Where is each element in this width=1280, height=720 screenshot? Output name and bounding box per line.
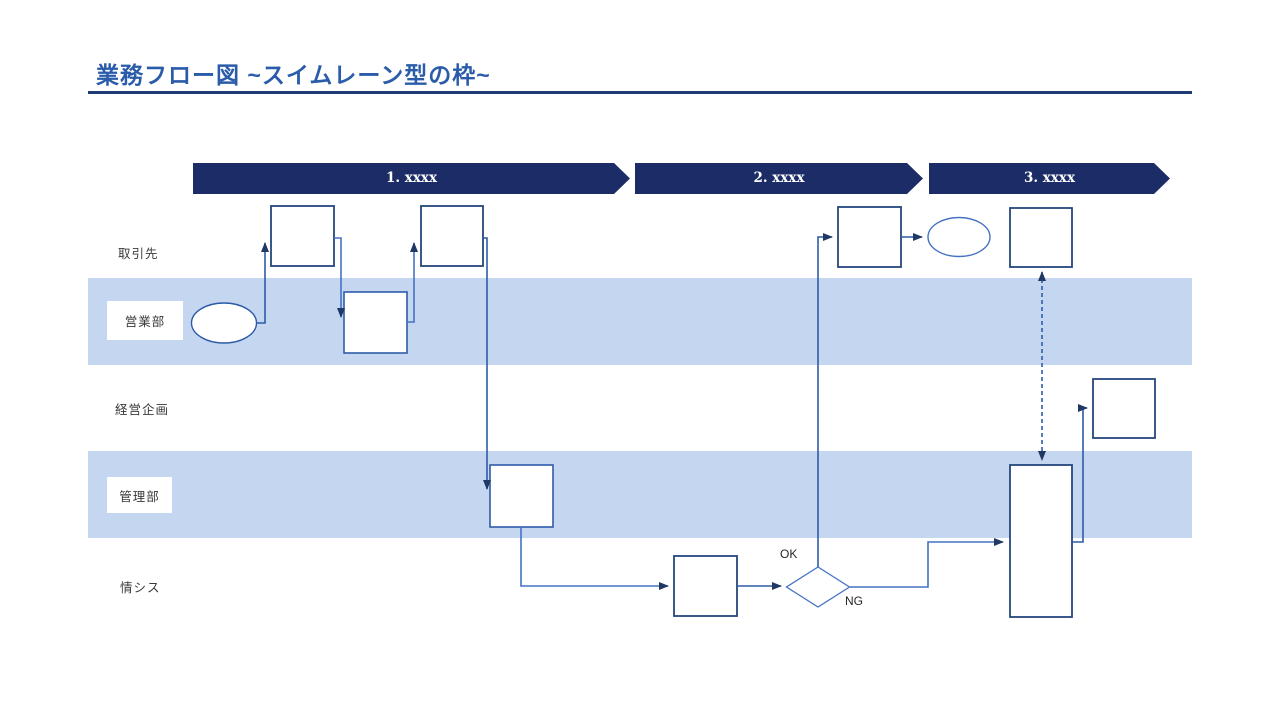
lane-label-admin: 管理部: [119, 489, 160, 504]
lane-band-admin: [88, 451, 1192, 538]
lane-band-sales: [88, 278, 1192, 365]
title-underline: [88, 91, 1192, 94]
lane-label-planning: 経営企画: [115, 403, 170, 417]
phase-banner-1: 1. xxxx: [193, 163, 630, 194]
decision-ng-label: NG: [845, 594, 863, 608]
lane-label-box-admin: 管理部: [107, 477, 172, 513]
process-box-1: [270, 205, 335, 267]
lane-label-client: 取引先: [118, 247, 159, 261]
decision-ok-label: OK: [780, 547, 798, 561]
process-box-3: [420, 205, 484, 267]
process-box-9: [1092, 378, 1156, 439]
page-title: 業務フロー図 ~スイムレーン型の枠~: [96, 62, 491, 88]
connector-decision-ng-to-box8: [850, 538, 1004, 588]
process-box-7: [1009, 207, 1073, 268]
decision-diamond: [785, 566, 851, 608]
lane-label-sales: 営業部: [124, 315, 166, 329]
lane-label-box-sales: 営業部: [107, 301, 183, 340]
end-ellipse: [927, 216, 991, 258]
process-box-6: [837, 206, 902, 268]
process-box-5: [673, 555, 738, 617]
phase-banner-3: 3. xxxx: [929, 163, 1170, 194]
lane-label-it: 情シス: [120, 581, 161, 595]
phase-banner-2: 2. xxxx: [635, 163, 923, 194]
